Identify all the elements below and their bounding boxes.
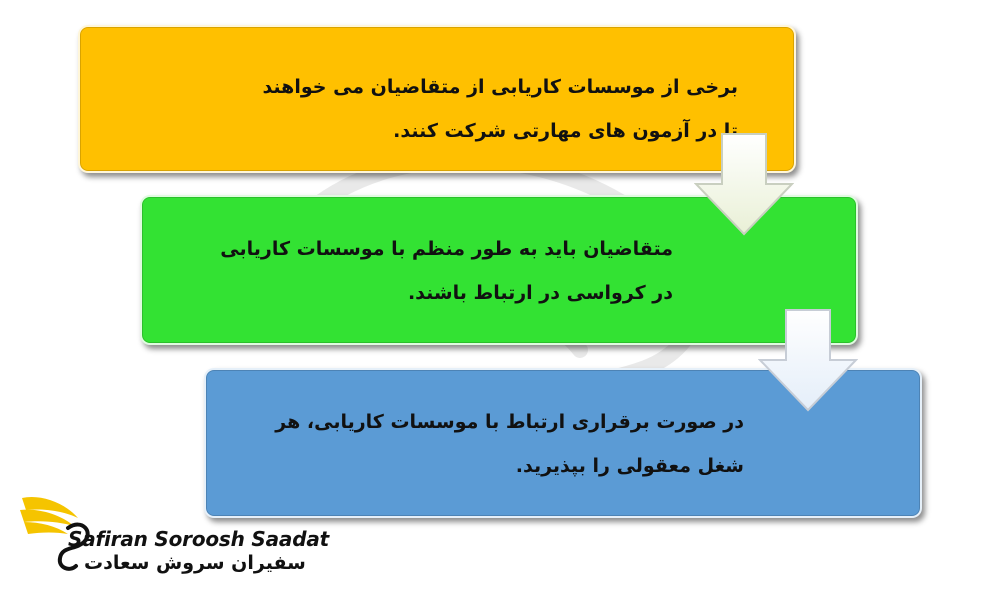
brand-name-en: Safiran Soroosh Saadat (68, 527, 329, 551)
down-arrow-icon (758, 309, 858, 412)
step-text-1: برخی از موسسات کاریابی از متقاضیان می خو… (262, 76, 738, 142)
phoenix-logo-icon (20, 496, 90, 571)
step-text-2: متقاضیان باید به طور منظم با موسسات کاری… (220, 238, 673, 304)
step-box-1: برخی از موسسات کاریابی از متقاضیان می خو… (78, 25, 796, 173)
brand-name-fa: سفیران سروش سعادت (84, 552, 306, 574)
step-text-3: در صورت برقراری ارتباط با موسسات کاریابی… (275, 411, 744, 477)
down-arrow-icon (694, 133, 794, 236)
